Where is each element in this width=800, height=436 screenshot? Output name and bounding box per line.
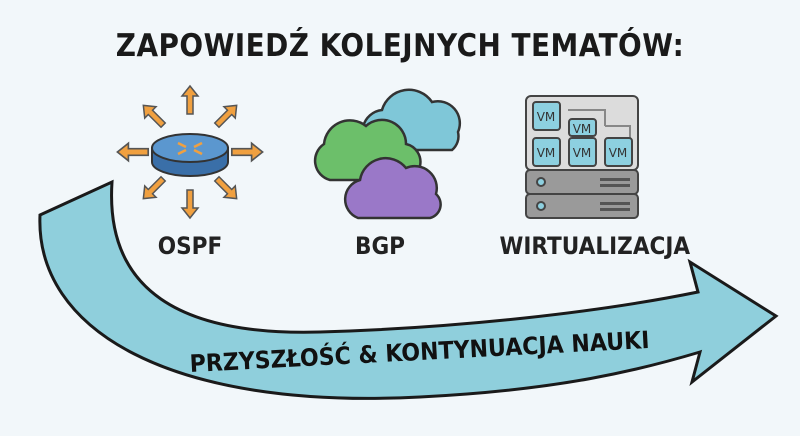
vm-label: VM — [537, 146, 556, 160]
router-icon — [116, 84, 264, 219]
topic-label-wirtualizacja: WIRTUALIZACJA — [499, 232, 691, 260]
vm-label: VM — [573, 146, 592, 160]
topic-label-ospf: OSPF — [157, 232, 223, 260]
topic-label-bgp: BGP — [354, 232, 406, 260]
vm-label: VM — [537, 110, 556, 124]
vm-label: VM — [609, 146, 628, 160]
vm-label: VM — [573, 122, 592, 136]
clouds-icon — [313, 88, 462, 220]
future-arrow — [38, 179, 779, 400]
page-title: ZAPOWIEDŹ KOLEJNYCH TEMATÓW: — [115, 28, 685, 64]
server-vm-icon: VM VM VM VM VM — [525, 95, 639, 219]
